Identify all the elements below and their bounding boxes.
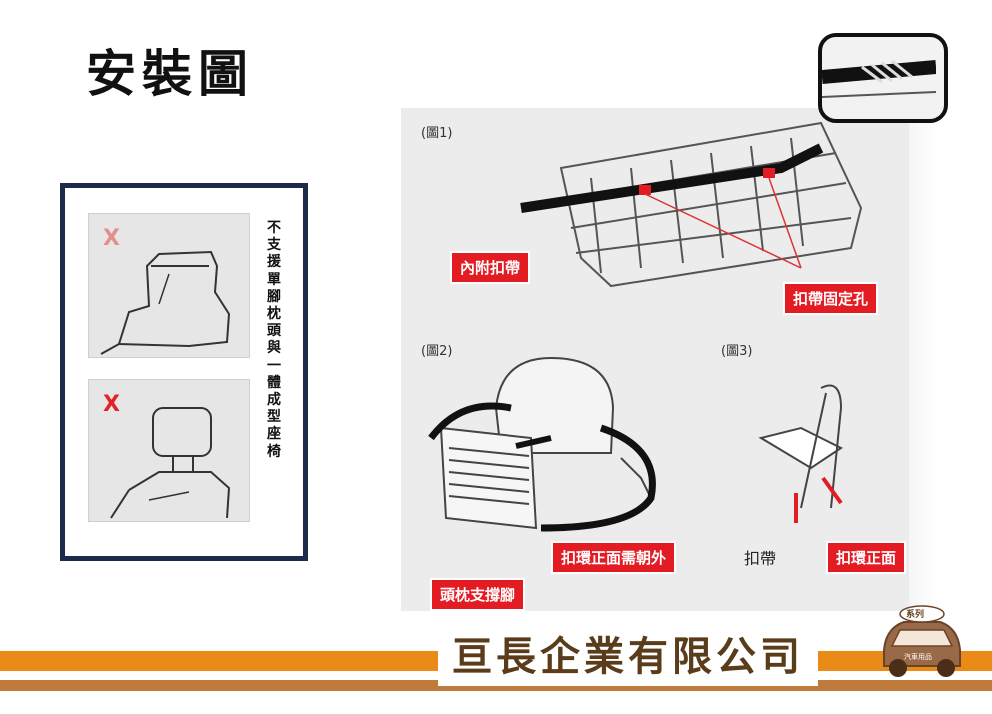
figure-1-label: (圖1) bbox=[421, 126, 453, 141]
installation-diagram bbox=[428, 121, 863, 532]
callout-strap-hole: 扣帶固定孔 bbox=[783, 282, 879, 315]
integrated-seat-panel: X bbox=[88, 379, 250, 522]
buckle-closeup-illustration bbox=[822, 59, 937, 98]
car-logo: 系列 汽車用品 bbox=[874, 600, 970, 680]
callout-headrest-leg: 頭枕支撐腳 bbox=[430, 578, 526, 611]
callout-inner-strap: 內附扣帶 bbox=[450, 251, 531, 284]
car-logo-icon bbox=[883, 605, 961, 677]
seat-single-leg-illustration bbox=[100, 250, 231, 355]
figure-2-label: (圖2) bbox=[421, 344, 453, 359]
callout-buckle-front-out: 扣環正面需朝外 bbox=[551, 541, 677, 574]
label-strap: 扣帶 bbox=[744, 549, 777, 568]
zoom-inset bbox=[818, 33, 948, 123]
figure-3-label: (圖3) bbox=[721, 344, 753, 359]
callout-buckle-front: 扣環正面 bbox=[826, 541, 907, 574]
company-name: 亘長企業有限公司 bbox=[438, 628, 818, 686]
headrest-single-leg-panel: X bbox=[88, 213, 250, 358]
instruction-photo: (圖1) (圖2) (圖3) bbox=[401, 108, 939, 611]
warning-box: X X 不支援單腳枕頭與一體成型座椅 bbox=[60, 183, 308, 561]
logo-subtext: 汽車用品 bbox=[904, 653, 932, 661]
seat-integrated-illustration bbox=[110, 407, 231, 519]
logo-brand: 系列 bbox=[906, 610, 925, 620]
x-mark-icon: X bbox=[103, 226, 120, 251]
page-title: 安裝圖 bbox=[86, 44, 254, 103]
x-mark-icon: X bbox=[103, 392, 120, 417]
warning-text: 不支援單腳枕頭與一體成型座椅 bbox=[267, 220, 281, 460]
